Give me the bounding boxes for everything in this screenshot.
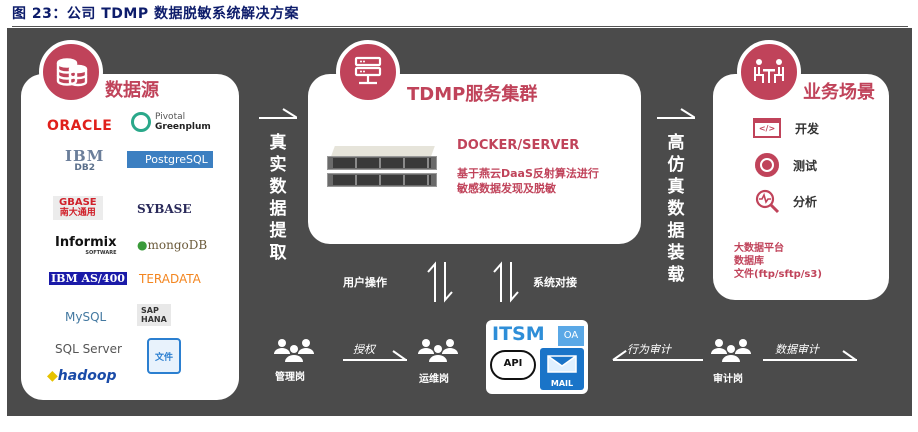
behavior-audit-label: 行为审计 [627,343,671,356]
user-operation-label: 用户操作 [343,276,387,289]
logo-ibm-db2: IBM DB2 [65,147,105,174]
figure-title: 图 23：公司 TDMP 数据脱敏系统解决方案 [12,6,299,22]
itsm-label: ITSM [492,323,545,345]
tdmp-description-line2: 敏感数据发现及脱敏 [457,182,556,195]
target-file: 文件(ftp/sftp/s3) [734,269,822,280]
scene-test: 测试 [755,153,817,177]
scene-develop: </> 开发 [753,118,819,138]
behavior-audit-arrow [613,359,703,361]
audit-people-icon [710,338,752,366]
admin-people-icon [273,338,315,366]
api-cloud-icon: API [490,350,536,380]
user-operation-arrows [425,260,455,304]
system-dock-arrows [491,260,521,304]
greenplum-icon [131,112,151,132]
title-divider [12,26,908,27]
logo-ibm-as400: IBM AS/400 [49,272,127,285]
scene-analyze: 分析 [755,189,817,214]
load-label: 高仿真数据装载 [667,133,685,285]
business-title: 业务场景 [803,82,875,103]
file-icon: 文件 [147,338,181,374]
logo-teradata: TERADATA [139,272,201,286]
diagram-canvas: 数据源 ORACLE Pivotal Greenplum IBM DB2 Pos… [7,28,912,416]
tdmp-description-line1: 基于燕云DaaS反射算法进行 [457,167,599,180]
oa-label: OA [558,326,584,346]
target-database: 数据库 [734,256,764,267]
ops-role-label: 运维岗 [419,374,449,385]
logo-informix: Informix SOFTWARE [55,235,117,256]
ops-people-icon [417,338,459,366]
mail-icon: MAIL [540,348,584,390]
extract-label: 真实数据提取 [269,133,287,263]
logo-sql-server: SQL Server [55,342,122,356]
logo-hadoop: ◆hadoop [47,368,117,384]
logo-greenplum: Pivotal Greenplum [131,112,211,132]
logo-oracle: ORACLE [47,118,113,134]
extract-arrow [259,117,297,119]
target-big-data: 大数据平台 [734,243,784,254]
logo-mysql: MySQL [65,310,107,324]
load-arrow [657,117,695,119]
server-rack-image [327,146,437,194]
data-audit-label: 数据审计 [775,343,819,356]
admin-role-label: 管理岗 [275,372,305,383]
server-icon [336,40,400,104]
data-source-title: 数据源 [105,80,159,101]
disc-icon [755,153,779,177]
data-source-panel [21,74,239,400]
audit-role-label: 审计岗 [713,374,743,385]
logo-gbase: GBASE 南大通用 [53,196,103,220]
magnifier-pulse-icon [755,189,780,214]
logo-postgresql: PostgreSQL [127,151,213,168]
docker-server-label: DOCKER/SERVER [457,138,580,153]
business-panel [713,74,889,300]
code-icon: </> [753,118,781,138]
database-icon [39,40,103,104]
logo-sybase: SYBASE [137,202,192,216]
meeting-icon [737,40,801,104]
tdmp-title: TDMP服务集群 [407,84,538,105]
logo-sap-hana: SAP HANA [137,304,171,326]
data-audit-arrow [763,359,857,361]
auth-arrow [343,359,407,361]
system-dock-label: 系统对接 [533,276,577,289]
auth-label: 授权 [353,343,375,356]
itsm-integration-block: ITSM OA API MAIL [486,320,588,394]
logo-mongodb: ●mongoDB [137,238,208,252]
